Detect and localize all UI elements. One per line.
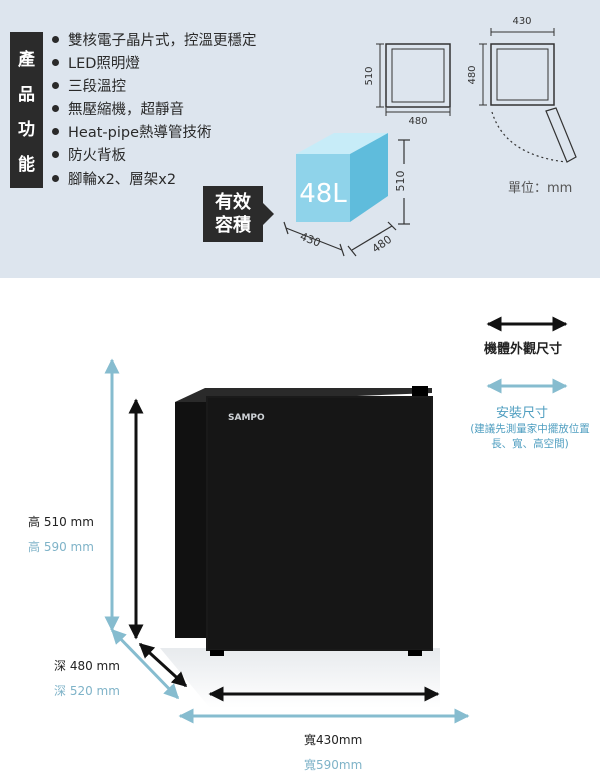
feature-item: 腳輪x2、層架x2: [52, 169, 257, 192]
legend-outer-label: 機體外觀尺寸: [484, 342, 563, 357]
mini-fridge: SAMPO: [175, 386, 433, 656]
front-height-label: 510: [364, 66, 375, 85]
feature-list: 雙核電子晶片式，控溫更穩定 LED照明燈 三段溫控 無壓縮機，超靜音 Heat-…: [52, 30, 257, 192]
bullet-icon: [52, 59, 59, 67]
depth-install-arrow: [110, 628, 180, 700]
height-install-label: 高 590 mm: [28, 540, 94, 554]
bullet-icon: [52, 151, 59, 159]
bullet-icon: [52, 128, 59, 136]
depth-body-label: 深 480 mm: [54, 659, 120, 673]
depth-body-arrow: [138, 642, 188, 688]
depth-install-label: 深 520 mm: [54, 684, 120, 698]
front-view: [376, 43, 451, 116]
fridge-dimension-illustration: SAMPO: [104, 316, 568, 724]
badge-char: 功: [18, 120, 35, 140]
badge-char: 品: [18, 85, 35, 105]
legend-install-label: 安裝尺寸: [496, 406, 549, 421]
cube-width-dimension: [283, 221, 345, 257]
capacity-label: 有效 容積: [203, 186, 274, 242]
feature-badge: 產 品 功 能: [10, 32, 43, 188]
top-depth-label: 480: [467, 65, 478, 84]
feature-item: 防火背板: [52, 145, 257, 168]
legend-note: (建議先測量家中擺放位置 長、寬、高空間): [470, 423, 590, 450]
bullet-icon: [52, 105, 59, 113]
front-width-label: 480: [408, 116, 427, 127]
brand-logo: SAMPO: [228, 413, 265, 423]
spec-panel: 產 品 功 能 雙核電子晶片式，控溫更穩定 LED照明燈 三段溫控 無壓縮機，超…: [0, 0, 600, 278]
bullet-icon: [52, 174, 59, 182]
height-body-label: 高 510 mm: [28, 515, 94, 529]
bullet-icon: [52, 82, 59, 90]
badge-char: 能: [18, 155, 35, 175]
badge-char: 產: [18, 50, 35, 70]
top-view: [479, 28, 577, 163]
feature-item: Heat-pipe熱導管技術: [52, 122, 257, 145]
floor-shadow: [160, 648, 440, 708]
cube-depth-label: 480: [370, 233, 395, 256]
feature-item: 無壓縮機，超靜音: [52, 99, 257, 122]
feature-item: 雙核電子晶片式，控溫更穩定: [52, 30, 257, 53]
capacity-cube: 48L: [296, 133, 388, 222]
cube-height-label: 510: [394, 171, 407, 192]
cube-depth-dimension: [347, 221, 397, 257]
capacity-value: 48L: [299, 179, 347, 209]
unit-label: 單位：mm: [508, 181, 573, 196]
feature-item: LED照明燈: [52, 53, 257, 76]
width-body-label: 寬430mm: [304, 733, 363, 747]
cube-width-label: 430: [298, 230, 322, 250]
bullet-icon: [52, 36, 59, 43]
width-install-label: 寬590mm: [304, 758, 363, 772]
feature-item: 三段溫控: [52, 76, 257, 99]
top-width-label: 430: [512, 16, 531, 27]
dimension-diagrams: 48L 510 430 480: [283, 16, 577, 257]
